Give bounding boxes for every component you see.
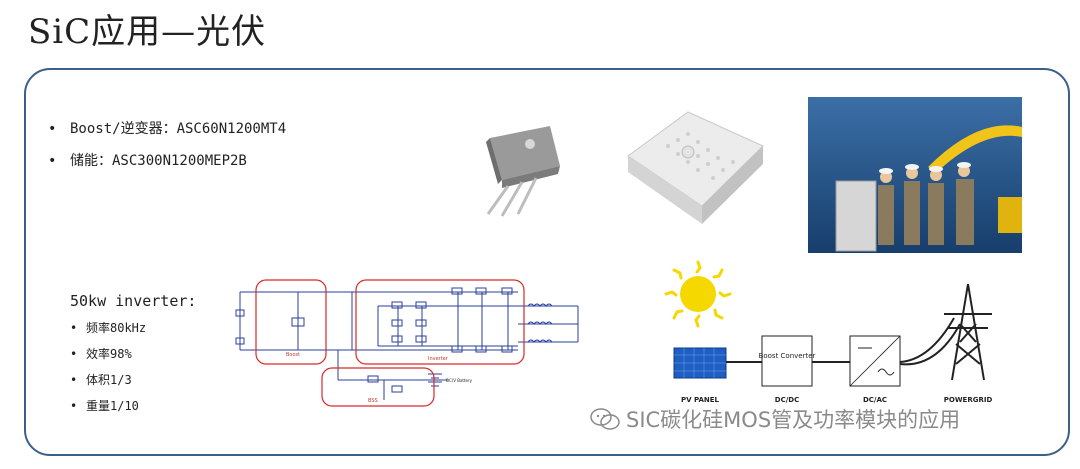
pv-label: PV PANEL [681, 396, 720, 404]
spec-item: 频率80kHz [70, 318, 146, 344]
bullet-item: Boost/逆变器：ASC60N1200MT4 [48, 118, 286, 150]
bullet-list: Boost/逆变器：ASC60N1200MT4 储能：ASC300N1200ME… [48, 118, 286, 182]
spec-item: 重量1/10 [70, 396, 146, 422]
schematic-label: BSS [368, 398, 378, 404]
spec-item: 体积1/3 [70, 370, 146, 396]
slide-title: SiC应用—光伏 [28, 12, 267, 52]
pv-label: DC/AC [863, 396, 887, 404]
wechat-icon [590, 408, 620, 430]
inverter-schematic: Boost Inverter BSS DC/V Battery [235, 279, 579, 407]
bullet-item: 储能：ASC300N1200MEP2B [48, 150, 286, 182]
power-tower-icon [944, 284, 992, 381]
watermark-text: SIC碳化硅MOS管及功率模块的应用 [626, 408, 961, 432]
schematic-label: Inverter [428, 356, 449, 362]
boost-converter-label: Boost Converter [759, 352, 816, 360]
spec-list: 频率80kHz 效率98% 体积1/3 重量1/10 [70, 318, 146, 422]
spec-item: 效率98% [70, 344, 146, 370]
schematic-label: Boost [286, 352, 300, 358]
pv-system-diagram: Boost Converter PV PANEL DC/DC DC/AC POW… [673, 284, 993, 404]
schematic-label: DC/V Battery [446, 378, 473, 383]
power-module-image [627, 111, 764, 224]
watermark: SIC碳化硅MOS管及功率模块的应用 [590, 404, 960, 434]
sun-icon [664, 260, 732, 328]
to247-package-image [486, 126, 560, 217]
spec-title: 50kw inverter: [70, 292, 197, 310]
pv-label: DC/DC [775, 396, 799, 404]
pv-label: POWERGRID [944, 396, 993, 404]
workers-photo [808, 97, 1022, 253]
